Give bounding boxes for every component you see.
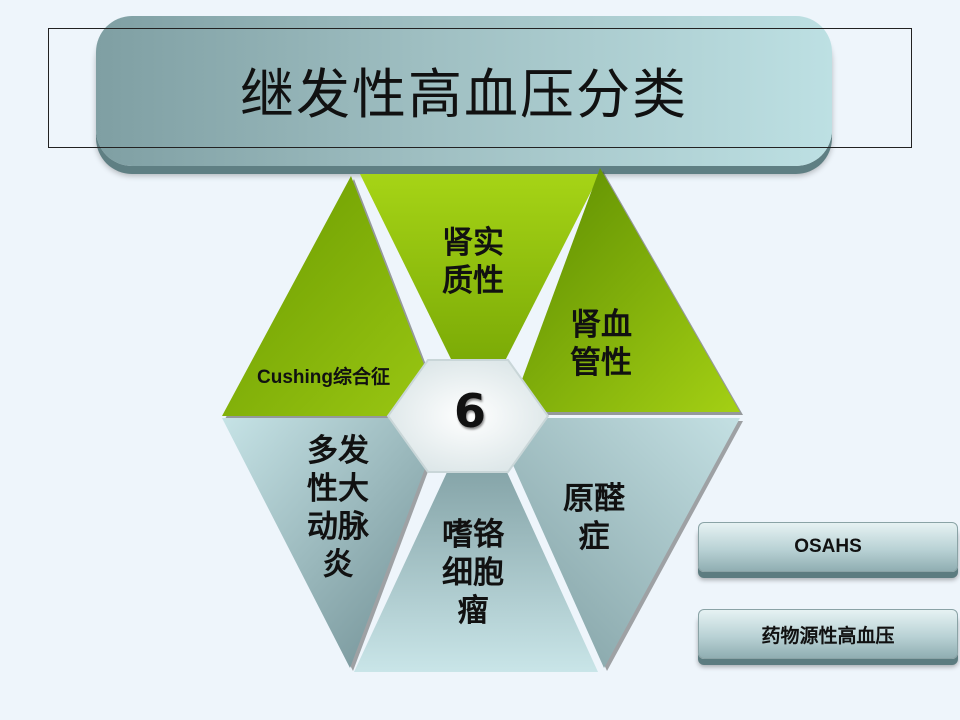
label-pheochromocytoma: 嗜铬 细胞 瘤	[442, 517, 504, 629]
center-hexagon	[386, 359, 550, 473]
title-frame	[48, 28, 912, 148]
osahs-button[interactable]: OSAHS	[698, 522, 958, 572]
label-renovascular: 肾血 管性	[570, 307, 632, 381]
drug-induced-hypertension-button[interactable]: 药物源性高血压	[698, 609, 958, 659]
slide-title: 继发性高血压分类	[240, 63, 688, 126]
label-renal-parenchymal: 肾实 质性	[442, 225, 504, 299]
segment-cushing	[222, 176, 444, 416]
center-number: 6	[453, 384, 486, 438]
label-cushing: Cushing综合征	[257, 367, 390, 388]
segment-renal-parenchymal	[360, 174, 600, 414]
label-takayasu: 多发 性大 动脉 炎	[307, 433, 369, 583]
segment-pheochromocytoma	[354, 470, 598, 672]
segment-takayasu	[222, 418, 444, 668]
segment-renovascular	[510, 168, 740, 412]
title-banner	[96, 16, 832, 166]
label-aldosteronism: 原醛 症	[563, 481, 625, 555]
segment-aldosteronism	[492, 418, 740, 668]
